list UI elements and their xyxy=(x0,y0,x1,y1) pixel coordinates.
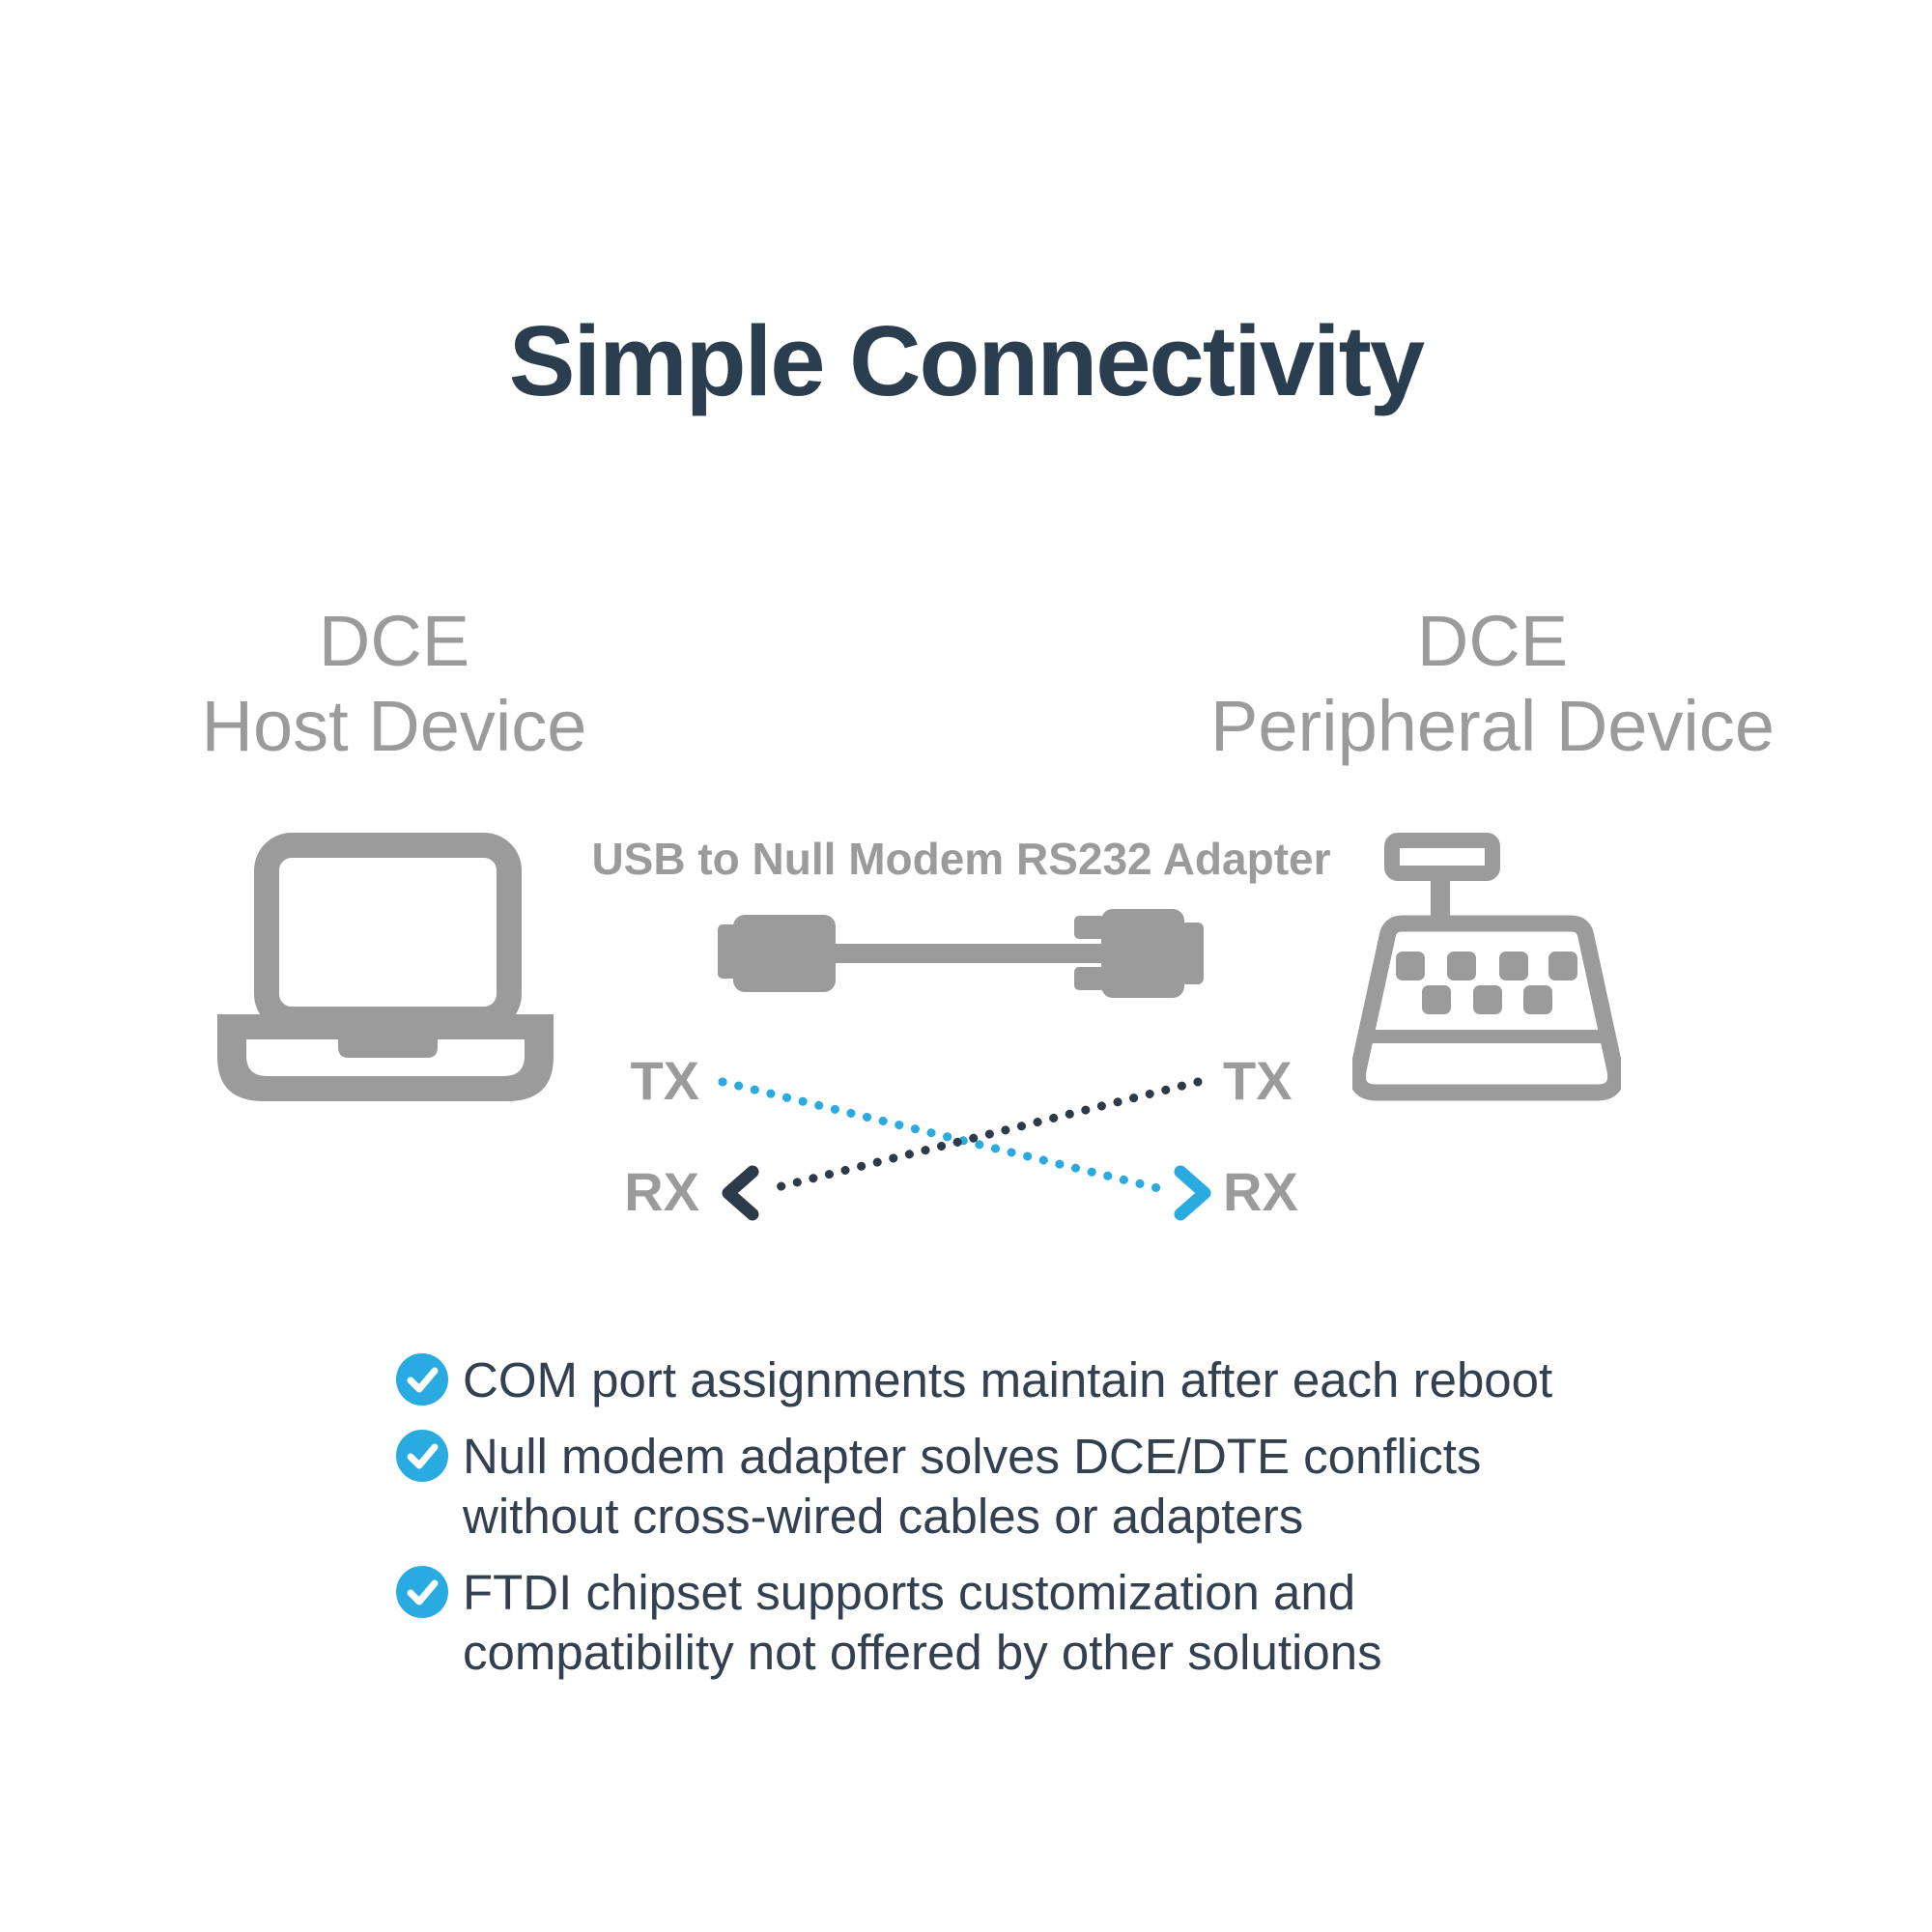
rx-label-left: RX xyxy=(624,1161,699,1222)
feature-list-item: Null modem adapter solves DCE/DTE confli… xyxy=(396,1427,1633,1547)
peripheral-device-label-line1: DCE xyxy=(1416,601,1569,681)
peripheral-device-label: DCE Peripheral Device xyxy=(1154,599,1831,769)
peripheral-device-label-line2: Peripheral Device xyxy=(1209,686,1776,766)
rx-label-right: RX xyxy=(1223,1161,1298,1222)
feature-list: COM port assignments maintain after each… xyxy=(396,1350,1633,1683)
blue-signal-line xyxy=(718,1077,1167,1194)
feature-text-line: FTDI chipset supports customization and xyxy=(463,1565,1356,1620)
dark-signal-line xyxy=(765,1077,1203,1194)
register-display-stem xyxy=(1431,877,1450,920)
db9-connector xyxy=(1074,909,1204,998)
feature-text-line: compatibility not offered by other solut… xyxy=(463,1625,1382,1680)
page-title: Simple Connectivity xyxy=(508,305,1425,416)
tx-label-left: TX xyxy=(630,1050,699,1111)
adapter-label: USB to Null Modem RS232 Adapter xyxy=(591,834,1331,884)
register-body xyxy=(1352,915,1621,1101)
cash-register-icon xyxy=(1352,833,1621,1101)
host-device-label-line1: DCE xyxy=(318,601,470,681)
register-display xyxy=(1384,833,1500,881)
adapter-cable-graphic xyxy=(718,909,1204,998)
laptop-icon xyxy=(217,833,554,1101)
laptop-notch xyxy=(338,1039,438,1058)
register-keys xyxy=(1396,952,1577,1014)
crossover-lines xyxy=(718,1077,1211,1221)
feature-text-line: without cross-wired cables or adapters xyxy=(463,1489,1304,1544)
check-icon xyxy=(396,1566,448,1618)
host-device-label: DCE Host Device xyxy=(104,599,684,769)
feature-text-line: COM port assignments maintain after each… xyxy=(463,1352,1553,1407)
feature-text: Null modem adapter solves DCE/DTE confli… xyxy=(463,1427,1481,1547)
cable-bar xyxy=(835,944,1105,963)
dark-arrow-icon xyxy=(722,1165,759,1221)
check-icon xyxy=(396,1353,448,1406)
tx-label-right: TX xyxy=(1223,1050,1293,1111)
feature-text-line: Null modem adapter solves DCE/DTE confli… xyxy=(463,1429,1482,1484)
blue-arrow-icon xyxy=(1174,1165,1211,1221)
usb-connector xyxy=(718,915,836,992)
check-icon xyxy=(396,1430,448,1482)
feature-text: COM port assignments maintain after each… xyxy=(463,1350,1552,1410)
laptop-screen xyxy=(254,833,522,1032)
host-device-label-line2: Host Device xyxy=(201,686,587,766)
feature-list-item: COM port assignments maintain after each… xyxy=(396,1350,1633,1410)
